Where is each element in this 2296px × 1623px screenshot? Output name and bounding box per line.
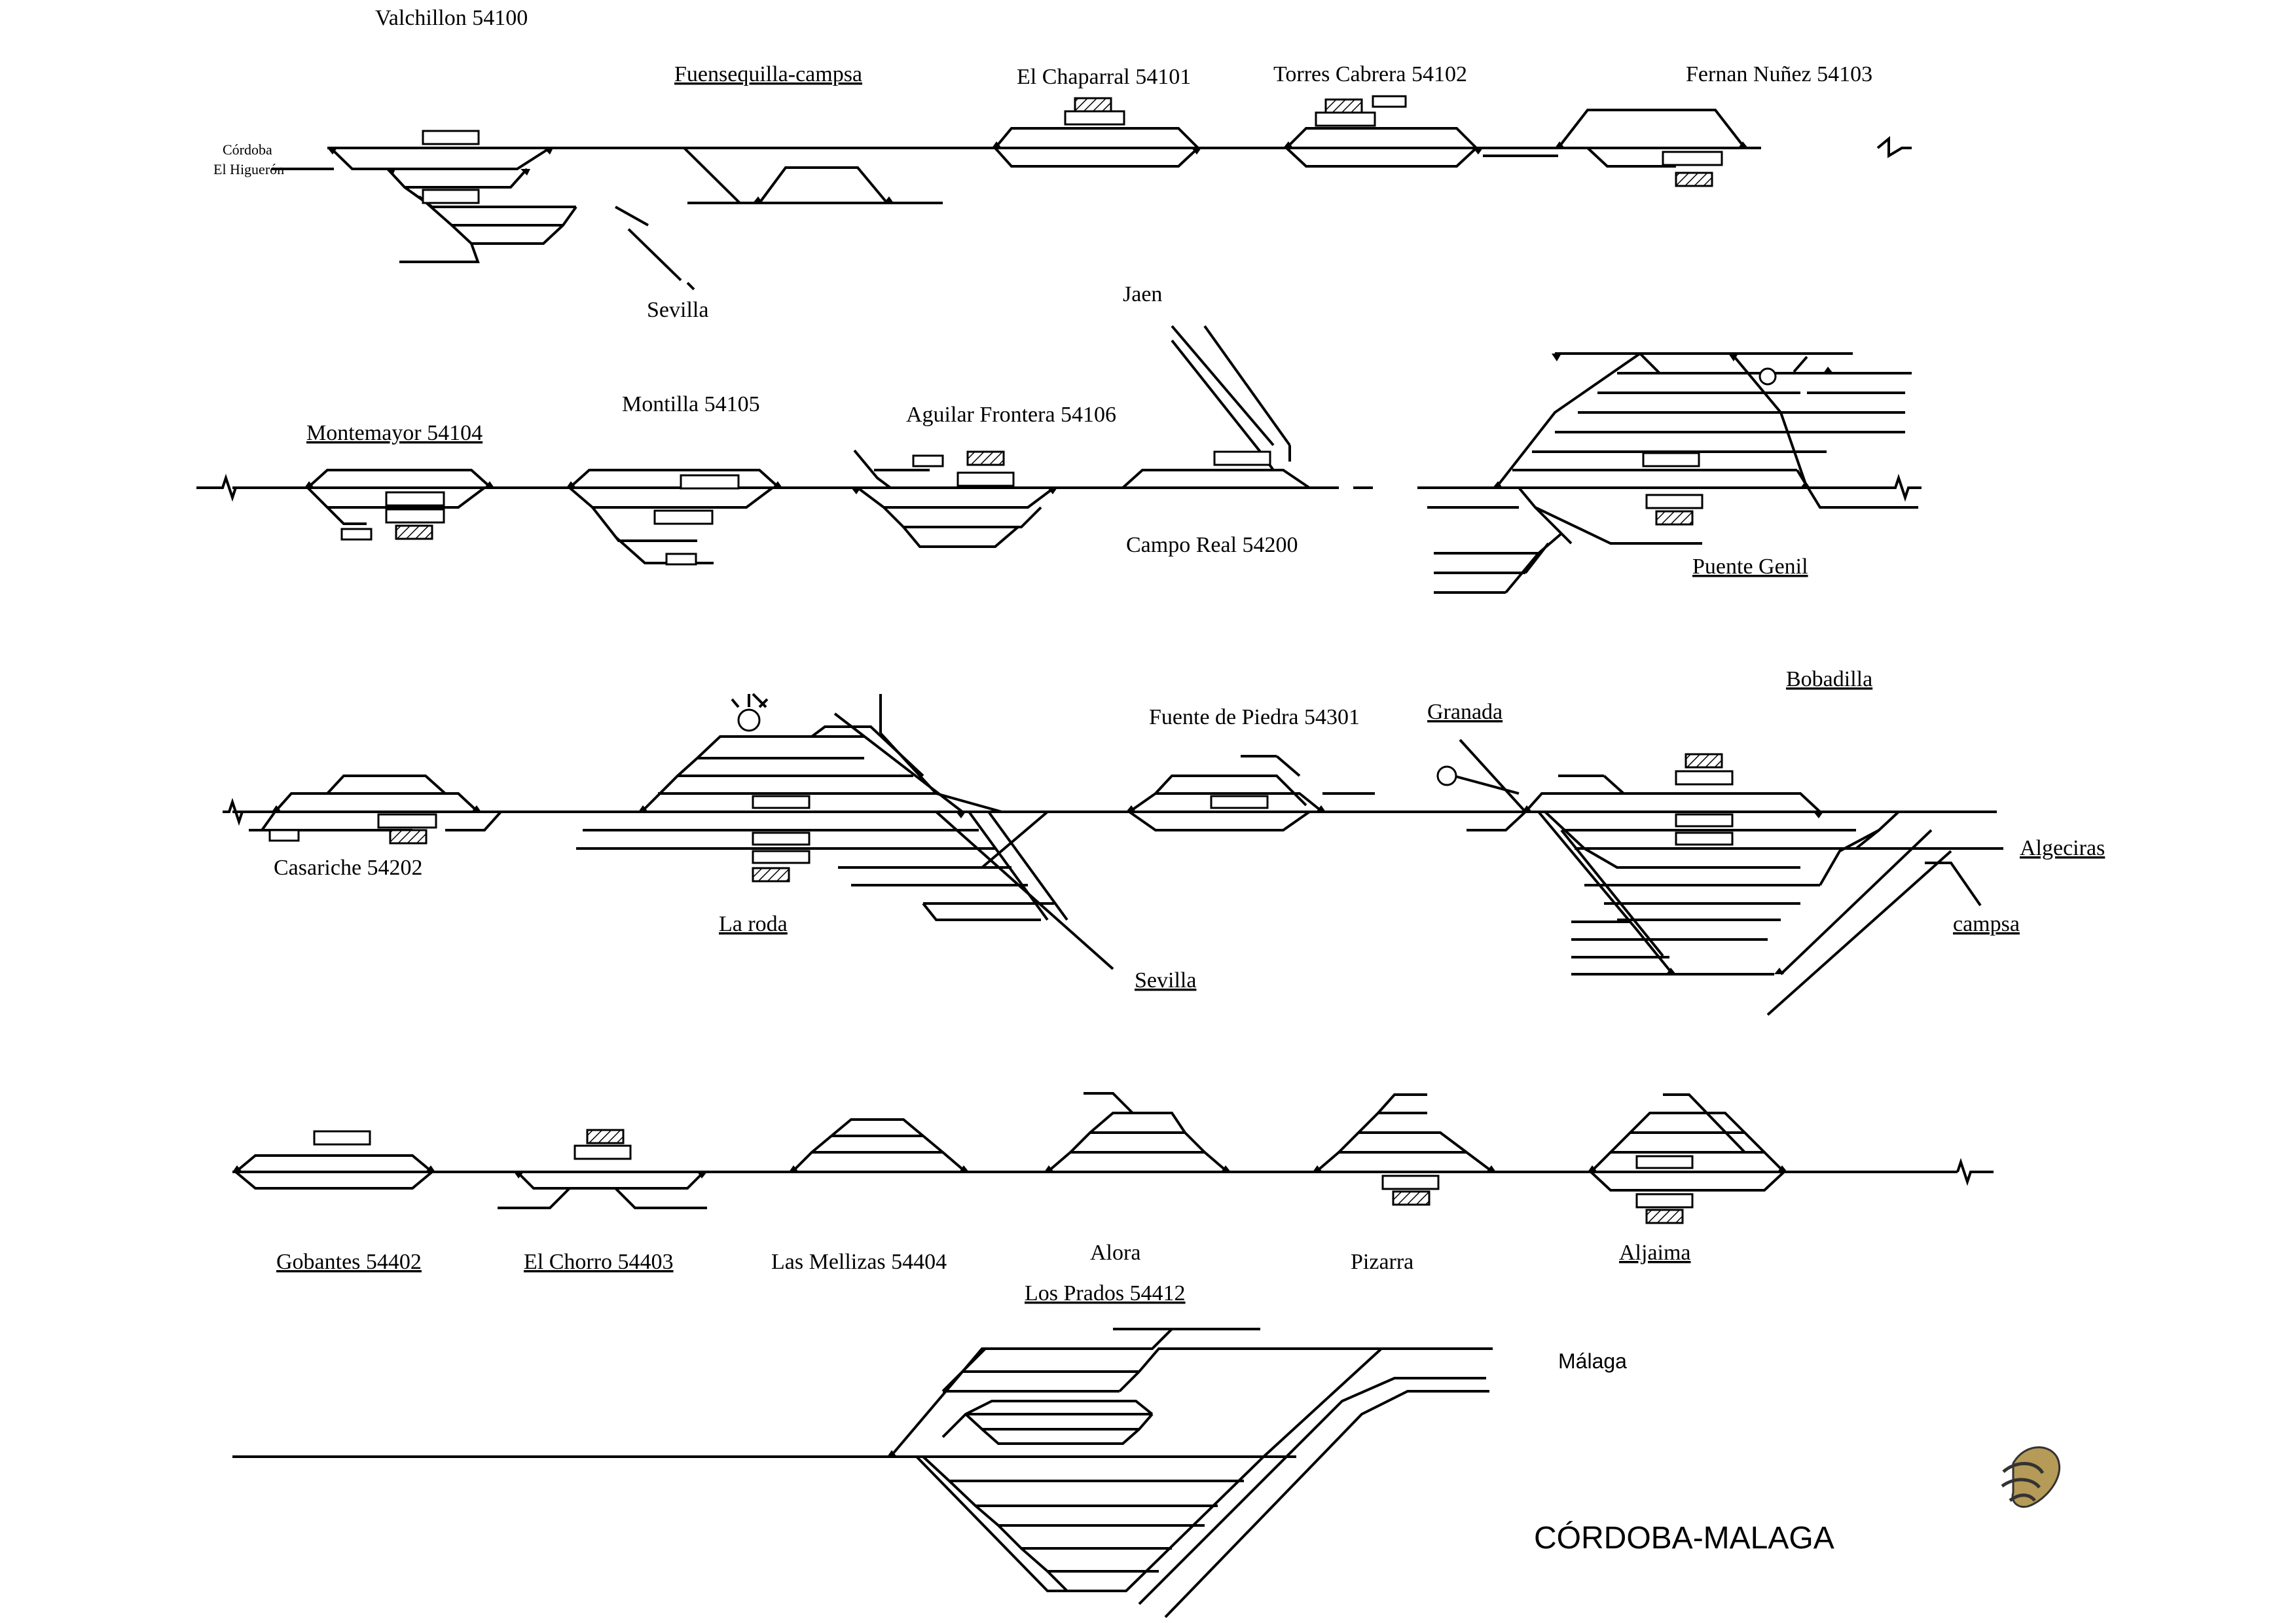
- branch-label-sevilla-1: Sevilla: [647, 298, 708, 322]
- branch-label-algeciras: Algeciras: [2020, 836, 2105, 860]
- branch-label-granada: Granada: [1427, 700, 1503, 724]
- row-4-buildings: [313, 1129, 1694, 1224]
- branch-label-campsa: campsa: [1953, 912, 2020, 936]
- station-label-fuente-piedra: Fuente de Piedra 54301: [1149, 705, 1360, 729]
- origin-label-el-higueron: El Higuerón: [213, 161, 284, 177]
- station-label-las-mellizas: Las Mellizas 54404: [771, 1250, 947, 1274]
- row-2-frogs: [304, 354, 1833, 494]
- row-4-frogs: [232, 1165, 1787, 1178]
- row-4-tracks: [232, 1092, 1994, 1209]
- station-label-alora: Alora: [1090, 1241, 1140, 1265]
- diagram-title: CÓRDOBA-MALAGA: [1534, 1520, 1834, 1556]
- branch-label-jaen: Jaen: [1123, 282, 1162, 306]
- station-label-fuensequilla: Fuensequilla-campsa: [674, 62, 862, 86]
- origin-label-cordoba: Córdoba: [223, 141, 272, 158]
- row-1-frogs: [327, 141, 1748, 203]
- station-label-aljaima: Aljaima: [1619, 1241, 1691, 1265]
- labels: Córdoba El Higuerón Valchillon 54100 Fue…: [213, 6, 2105, 1556]
- row-1-tracks: [272, 109, 1912, 291]
- station-label-montilla: Montilla 54105: [622, 392, 760, 416]
- station-label-montemayor: Montemayor 54104: [306, 421, 483, 445]
- station-label-puente-genil: Puente Genil: [1692, 555, 1808, 579]
- station-label-bobadilla: Bobadilla: [1786, 667, 1872, 691]
- station-label-aguilar: Aguilar Frontera 54106: [906, 403, 1116, 427]
- station-label-la-roda: La roda: [719, 912, 788, 936]
- branch-label-sevilla-2: Sevilla: [1135, 968, 1196, 993]
- station-label-campo-real: Campo Real 54200: [1126, 533, 1298, 557]
- station-label-el-chaparral: El Chaparral 54101: [1017, 65, 1191, 89]
- row-5-frogs: [887, 1450, 897, 1457]
- row-5-tracks: [232, 1328, 1493, 1618]
- station-label-torres-cabrera: Torres Cabrera 54102: [1273, 62, 1467, 86]
- row-3-frogs: [272, 805, 1823, 974]
- company-logo: [2001, 1446, 2061, 1508]
- station-label-el-chorro: El Chorro 54403: [524, 1250, 674, 1274]
- row-3-buildings: [268, 694, 1734, 883]
- station-label-gobantes: Gobantes 54402: [276, 1250, 422, 1274]
- station-label-valchillon: Valchillon 54100: [375, 6, 528, 30]
- row-1-buildings: [422, 95, 1723, 204]
- station-label-casariche: Casariche 54202: [274, 856, 423, 880]
- row-3-tracks: [223, 693, 2003, 1016]
- station-label-pizarra: Pizarra: [1351, 1250, 1413, 1274]
- station-label-fernan-nunez: Fernan Nuñez 54103: [1686, 62, 1872, 86]
- row-2-buildings: [340, 367, 1777, 566]
- station-label-los-prados: Los Prados 54412: [1025, 1281, 1186, 1305]
- branch-label-malaga: Málaga: [1558, 1349, 1627, 1373]
